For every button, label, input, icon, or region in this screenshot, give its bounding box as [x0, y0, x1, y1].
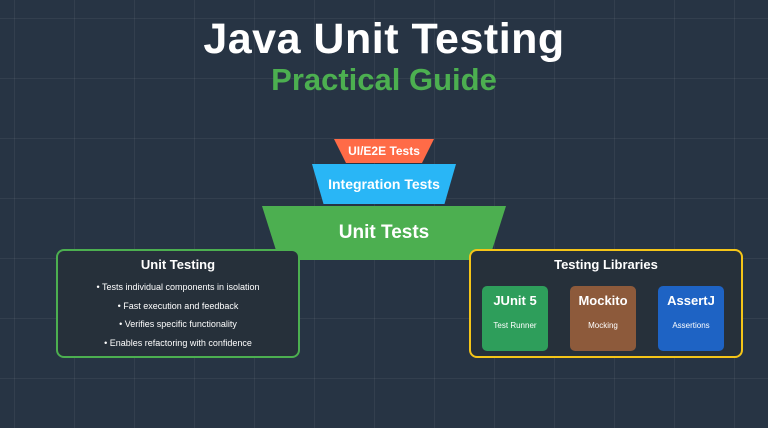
library-name: Mockito	[578, 293, 628, 308]
library-card-assertj: AssertJ Assertions	[658, 286, 724, 351]
bullet-item: • Enables refactoring with confidence	[104, 337, 252, 348]
library-name: AssertJ	[667, 293, 715, 308]
bullet-item: • Tests individual components in isolati…	[96, 282, 260, 292]
unit-testing-panel-title: Unit Testing	[140, 257, 216, 272]
diagram-title: Java Unit Testing	[203, 15, 565, 63]
testing-libraries-panel: Testing Libraries JUnit 5 Test Runner Mo…	[469, 249, 743, 358]
library-description: Test Runner	[493, 321, 537, 330]
bullet-item: • Verifies specific functionality	[119, 319, 237, 329]
pyramid-tier-ui-e2e: UI/E2E Tests	[334, 139, 434, 163]
pyramid-tier-unit: Unit Tests	[262, 206, 506, 260]
unit-testing-panel: Unit Testing • Tests individual componen…	[56, 249, 300, 358]
bullet-item: • Fast execution and feedback	[117, 300, 239, 311]
library-card-mockito: Mockito Mocking	[570, 286, 636, 351]
library-description: Mocking	[588, 321, 618, 330]
testing-libraries-panel-title: Testing Libraries	[554, 257, 658, 272]
unit-testing-bullet-list: • Tests individual components in isolati…	[58, 278, 298, 352]
library-name: JUnit 5	[493, 293, 537, 308]
pyramid-tier-integration: Integration Tests	[312, 164, 456, 204]
library-description: Assertions	[672, 321, 710, 330]
library-card-junit5: JUnit 5 Test Runner	[482, 286, 548, 351]
library-cards: JUnit 5 Test Runner Mockito Mocking Asse…	[482, 286, 724, 351]
diagram-subtitle: Practical Guide	[271, 62, 497, 97]
